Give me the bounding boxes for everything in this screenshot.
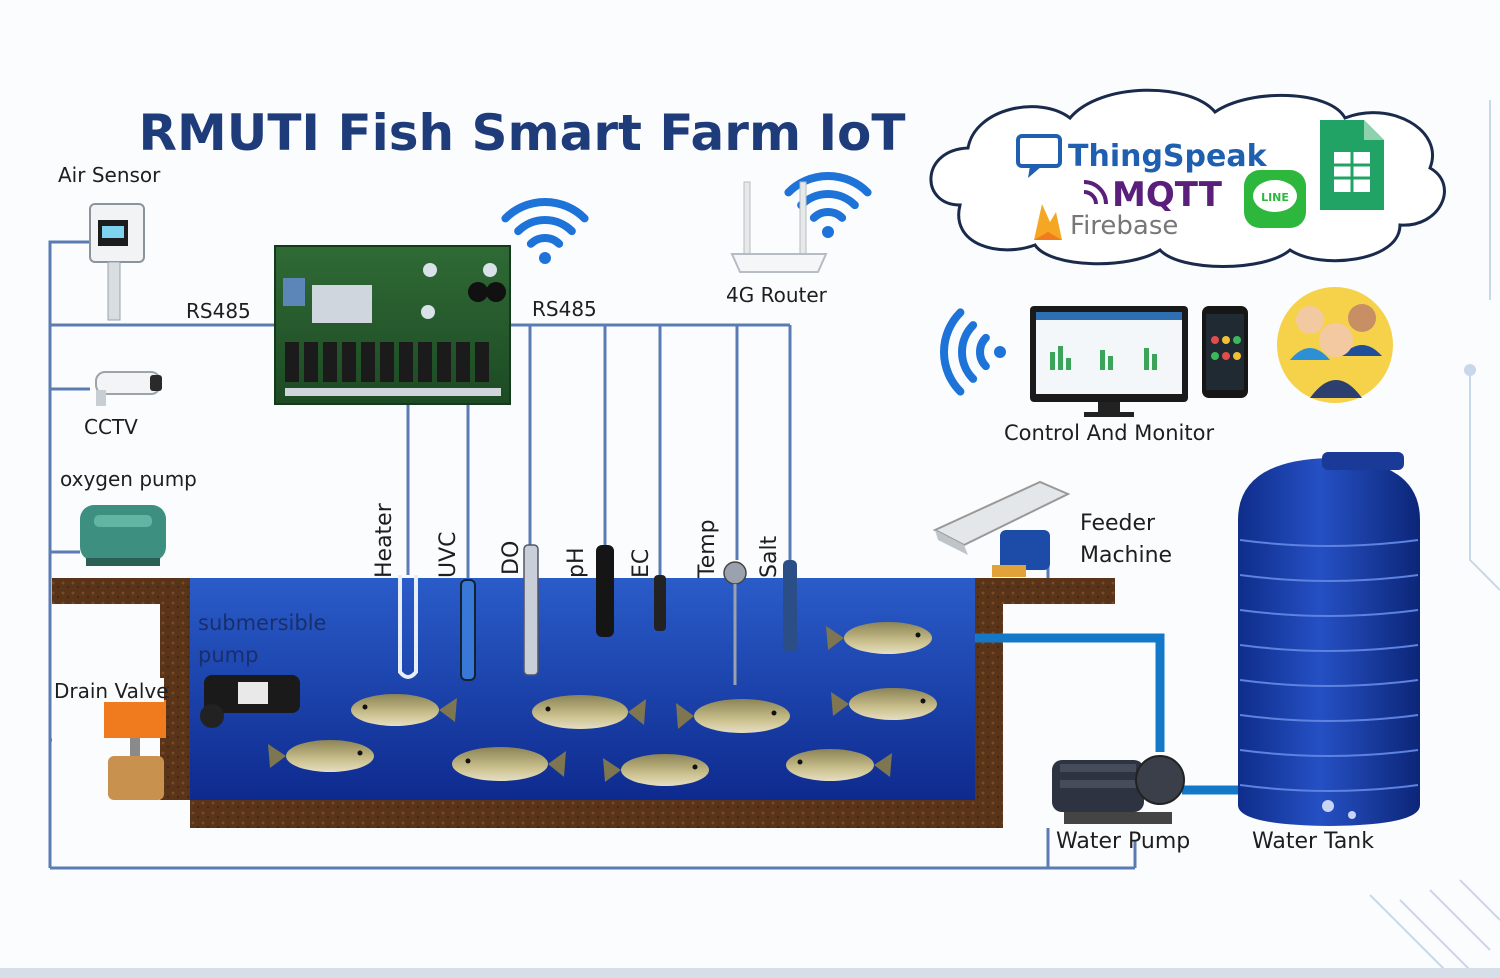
fish <box>831 688 937 720</box>
drain-valve <box>104 700 166 800</box>
drain-valve-label: Drain Valve <box>54 679 169 703</box>
air-sensor <box>89 203 145 321</box>
fish-group <box>268 622 937 786</box>
chat-icon <box>1016 134 1062 178</box>
heater-probe <box>398 575 418 679</box>
temp-probe-head <box>723 561 747 585</box>
users-avatar-icon <box>1277 287 1393 403</box>
fish <box>826 622 932 654</box>
cloud-services: ThingSpeak MQTT Firebase LINE <box>929 88 1446 268</box>
sensor-label-ec: EC <box>629 549 654 578</box>
fish <box>351 694 457 726</box>
fish <box>532 695 646 729</box>
water-pipes <box>975 633 1245 795</box>
sensor-label-heater: Heater <box>372 502 397 578</box>
fish <box>676 699 790 733</box>
air-sensor-label: Air Sensor <box>58 163 161 187</box>
sensor-labels: Heater UVC DO pH EC Temp Salt <box>372 502 782 579</box>
line-logo-text: LINE <box>1261 191 1289 204</box>
router-4g <box>730 181 828 273</box>
oxygen-pump-label: oxygen pump <box>60 467 197 491</box>
thingspeak-logo: ThingSpeak <box>1068 139 1268 174</box>
rs485-right-label: RS485 <box>532 297 597 321</box>
sensor-label-uvc: UVC <box>436 531 461 578</box>
control-monitor-label: Control And Monitor <box>1004 421 1214 445</box>
water-pump-label: Water Pump <box>1056 829 1190 854</box>
fish <box>452 747 566 781</box>
mqtt-signal-icon <box>1083 180 1108 205</box>
smartphone <box>1202 306 1248 398</box>
mqtt-logo: MQTT <box>1112 175 1223 215</box>
feeder-label-1: Feeder <box>1080 511 1156 536</box>
cctv-camera <box>95 371 162 406</box>
oxygen-pump <box>80 505 166 566</box>
salt-probe <box>783 560 797 652</box>
fish <box>603 754 709 786</box>
rs485-left-label: RS485 <box>186 299 251 323</box>
controller-board <box>274 245 511 405</box>
wifi-icon <box>784 172 872 238</box>
ph-probe <box>596 545 614 637</box>
wifi-icon <box>940 308 1006 396</box>
sensor-label-ph: pH <box>564 547 589 578</box>
sensor-probes <box>398 544 797 685</box>
router-label: 4G Router <box>726 283 828 307</box>
water-tank-label: Water Tank <box>1252 829 1374 854</box>
submersible-label-1: submersible <box>198 611 326 635</box>
submersible-label-2: pump <box>198 643 258 667</box>
sensor-label-temp: Temp <box>695 519 720 579</box>
fish <box>268 740 374 772</box>
wifi-icon <box>501 198 589 264</box>
desktop-monitor <box>1030 306 1188 417</box>
page-title: RMUTI Fish Smart Farm IoT <box>138 104 905 162</box>
submersible-pump <box>200 675 300 728</box>
water-tank <box>1238 452 1420 826</box>
feeder-label-2: Machine <box>1080 543 1172 568</box>
feeder-machine <box>932 480 1071 577</box>
fish <box>786 749 892 781</box>
google-sheets-icon <box>1320 120 1384 210</box>
do-probe <box>523 544 539 676</box>
sensor-label-salt: Salt <box>757 535 782 578</box>
line-app-icon: LINE <box>1244 170 1306 228</box>
firebase-logo: Firebase <box>1070 211 1178 241</box>
uvc-probe <box>460 579 476 681</box>
water-pump <box>1052 755 1185 824</box>
decorative-circuit-lines <box>1369 100 1500 971</box>
cctv-label: CCTV <box>84 415 138 439</box>
ec-probe <box>654 575 666 631</box>
sensor-label-do: DO <box>499 541 524 575</box>
bottom-strip <box>0 968 1500 978</box>
firebase-flame-icon <box>1034 204 1062 240</box>
